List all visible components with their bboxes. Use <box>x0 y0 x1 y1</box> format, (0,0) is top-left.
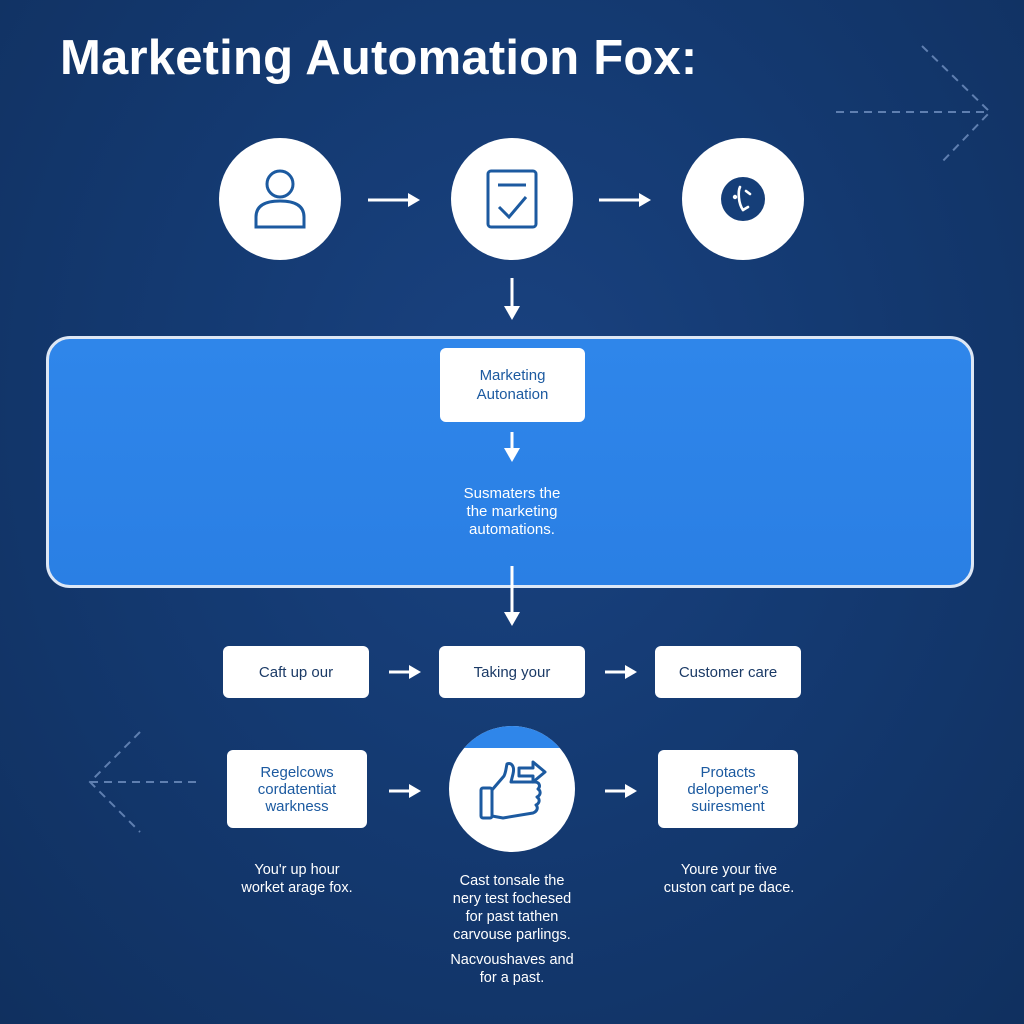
right-card-line-3: suiresment <box>691 797 765 815</box>
right-card-line-2: delopemer's <box>687 780 769 798</box>
arrow-down-1 <box>504 278 520 320</box>
panel-text-line-2: the marketing <box>466 503 558 520</box>
caption-right: Youre your tive custon cart pe dace. <box>638 861 820 897</box>
caption-right-line-2: custon cart pe dace. <box>663 880 795 896</box>
left-card-line-3: warkness <box>265 797 329 815</box>
dashed-arrow-left-decoration <box>88 731 202 833</box>
checklist-icon <box>486 169 538 229</box>
panel-description: Susmaters the the marketing automations. <box>412 485 612 539</box>
bottom-card-left: Regelcows cordatentiat warkness <box>227 750 367 828</box>
dashed-arrow-right-decoration <box>836 45 992 165</box>
step-card-1: Caft up our <box>223 646 369 698</box>
caption-center-2-line-1: Nacvoushaves and <box>450 952 574 968</box>
box-line-2: Autonation <box>476 386 549 403</box>
box-line-1: Marketing <box>479 367 546 384</box>
caption-center-2-line-2: for a past. <box>479 970 545 986</box>
caption-left-line-2: worket arage fox. <box>241 880 353 896</box>
step-card-3: Customer care <box>655 646 801 698</box>
right-card-line-1: Protacts <box>700 763 756 781</box>
thumbs-up-icon <box>479 762 542 820</box>
caption-center-line-1: Cast tonsale the <box>459 873 565 889</box>
user-circle <box>219 138 341 260</box>
page-title: Marketing Automation Fox: <box>60 31 698 85</box>
thumbs-up-circle <box>449 726 575 852</box>
arrow-right-4 <box>605 665 637 679</box>
arrow-down-2 <box>504 432 520 462</box>
left-card-line-1: Regelcows <box>260 763 334 781</box>
step-card-2: Taking your <box>439 646 585 698</box>
arrow-right-3 <box>389 665 421 679</box>
caption-center-line-3: for past tathen <box>465 909 559 925</box>
caption-center: Cast tonsale the nery test fochesed for … <box>420 872 604 944</box>
arrow-right-1 <box>368 193 420 207</box>
marketing-automation-box: Marketing Autonation <box>440 348 585 422</box>
panel-text-line-3: automations. <box>469 521 555 538</box>
phone-icon <box>721 177 765 221</box>
panel-text-line-1: Susmaters the <box>463 485 561 502</box>
caption-right-line-1: Youre your tive <box>680 862 778 878</box>
user-icon <box>254 169 306 229</box>
arrow-down-3 <box>504 566 520 626</box>
caption-center-2: Nacvoushaves and for a past. <box>420 951 604 987</box>
caption-center-line-4: carvouse parlings. <box>453 927 571 943</box>
left-card-line-2: cordatentiat <box>257 780 337 798</box>
bottom-card-right: Protacts delopemer's suiresment <box>658 750 798 828</box>
phone-circle <box>682 138 804 260</box>
arrow-right-5 <box>389 784 421 798</box>
caption-left: You'r up hour worket arage fox. <box>212 861 382 897</box>
caption-left-line-1: You'r up hour <box>254 862 340 878</box>
arrow-right-2 <box>599 193 651 207</box>
caption-center-line-2: nery test fochesed <box>452 891 572 907</box>
checklist-circle <box>451 138 573 260</box>
arrow-right-6 <box>605 784 637 798</box>
